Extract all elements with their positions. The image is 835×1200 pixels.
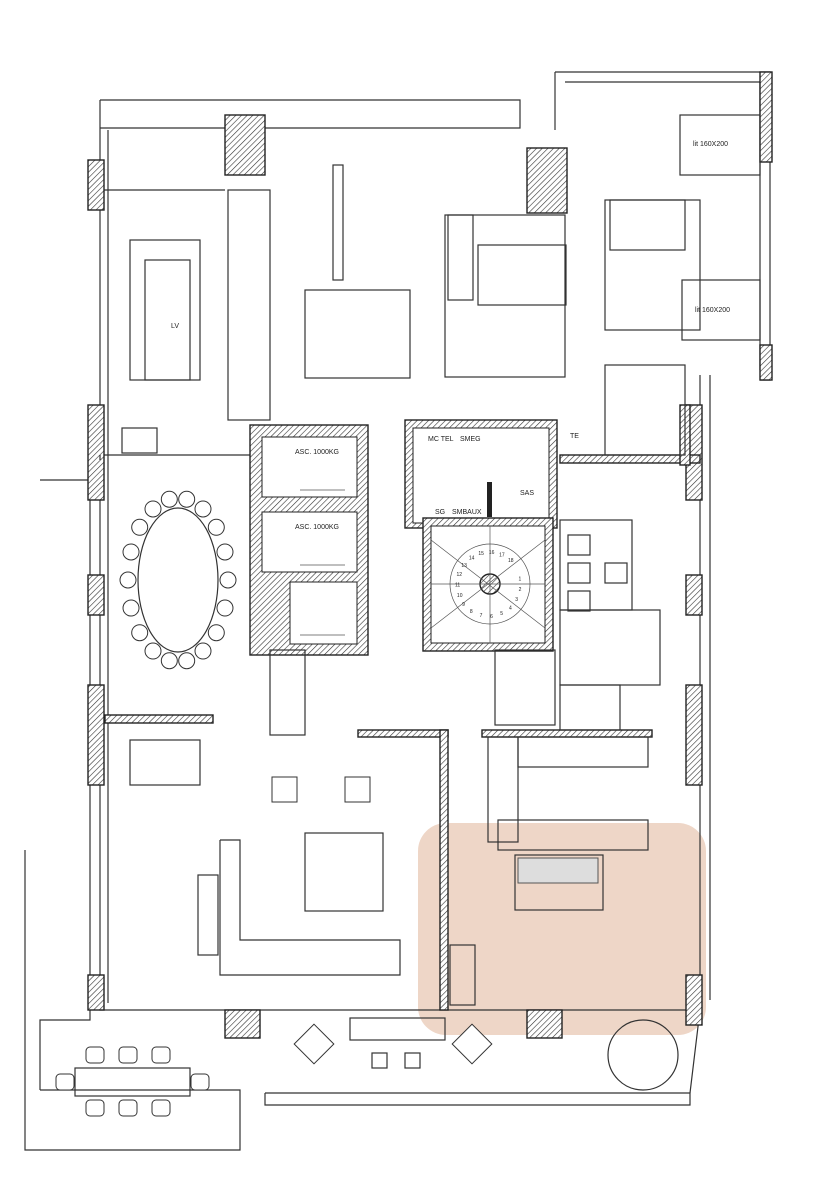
bed-3 xyxy=(514,854,604,911)
stair-step-number: 2 xyxy=(519,587,522,593)
stair-step-number: 9 xyxy=(462,602,465,608)
stair-step-number: 5 xyxy=(500,611,503,617)
chair-icon xyxy=(131,624,149,642)
chair-icon xyxy=(160,652,178,670)
stair-step-number: 13 xyxy=(461,563,467,569)
stair-step-number: 10 xyxy=(457,593,463,599)
chair-icon xyxy=(190,1073,210,1091)
stair-step-number: 1 xyxy=(519,576,522,582)
bed-1: lit 160X200 xyxy=(679,114,761,176)
terrace-dining xyxy=(55,1046,210,1117)
chair-icon xyxy=(144,642,162,660)
chair-icon xyxy=(85,1046,105,1064)
bed-1-label: lit 160X200 xyxy=(693,141,728,148)
chair-icon xyxy=(207,624,225,642)
chair-icon xyxy=(85,1099,105,1117)
stair-step-number: 4 xyxy=(509,605,512,611)
living-area xyxy=(129,739,679,1091)
chair-icon xyxy=(119,571,137,589)
stair-step-number: 16 xyxy=(489,550,495,556)
elevator-2-label: ASC. 1000KG xyxy=(295,524,339,531)
highlighted-bedroom-area xyxy=(418,823,706,1035)
conference-table xyxy=(119,490,237,670)
stair-step-number: 11 xyxy=(455,583,460,589)
kitchen-cooktops xyxy=(567,534,628,612)
chair-icon xyxy=(207,518,225,536)
chair-icon xyxy=(144,500,162,518)
stair-step-number: 14 xyxy=(469,556,475,562)
wardrobe xyxy=(609,199,686,251)
chair-icon xyxy=(178,652,196,670)
chair-icon xyxy=(160,490,178,508)
chair-icon xyxy=(118,1046,138,1064)
mc-tel-label: MC TEL xyxy=(428,436,454,443)
chair-icon xyxy=(216,599,234,617)
chair-icon xyxy=(194,642,212,660)
chair-icon xyxy=(122,543,140,561)
sas-label: SAS xyxy=(520,490,534,497)
stair-step-number: 7 xyxy=(480,613,483,619)
chair-icon xyxy=(151,1046,171,1064)
stair-step-number: 8 xyxy=(470,609,473,615)
chair-icon xyxy=(151,1099,171,1117)
bed-2: lit 160X200 xyxy=(681,279,761,341)
sg-label: SG xyxy=(435,509,445,516)
bed-2-label: lit 160X200 xyxy=(695,307,730,314)
stair-step-number: 3 xyxy=(515,597,518,603)
stair-step-number: 17 xyxy=(499,552,505,558)
chair-icon xyxy=(194,500,212,518)
laundry-room: LV xyxy=(121,239,201,454)
smbaux-label: SMBAUX xyxy=(452,509,482,516)
smeg-label: SMEG xyxy=(460,436,481,443)
elevator-1-label: ASC. 1000KG xyxy=(295,449,339,456)
stair-core: MC TEL SMEG SAS SG SMBAUX 12345678910111… xyxy=(404,419,558,652)
chair-icon xyxy=(118,1099,138,1117)
elevator-core: ASC. 1000KG ASC. 1000KG xyxy=(249,424,369,656)
stair-step-number: 15 xyxy=(478,551,484,557)
stair-step-number: 18 xyxy=(508,558,514,564)
chair-icon xyxy=(55,1073,75,1091)
stair-step-number: 12 xyxy=(457,572,463,578)
chair-icon xyxy=(131,518,149,536)
te-label: TE xyxy=(570,433,579,440)
chair-icon xyxy=(122,599,140,617)
chair-icon xyxy=(219,571,237,589)
chair-icon xyxy=(178,490,196,508)
stair-step-number: 6 xyxy=(490,614,493,620)
laundry-label: LV xyxy=(171,323,179,330)
chair-icon xyxy=(216,543,234,561)
